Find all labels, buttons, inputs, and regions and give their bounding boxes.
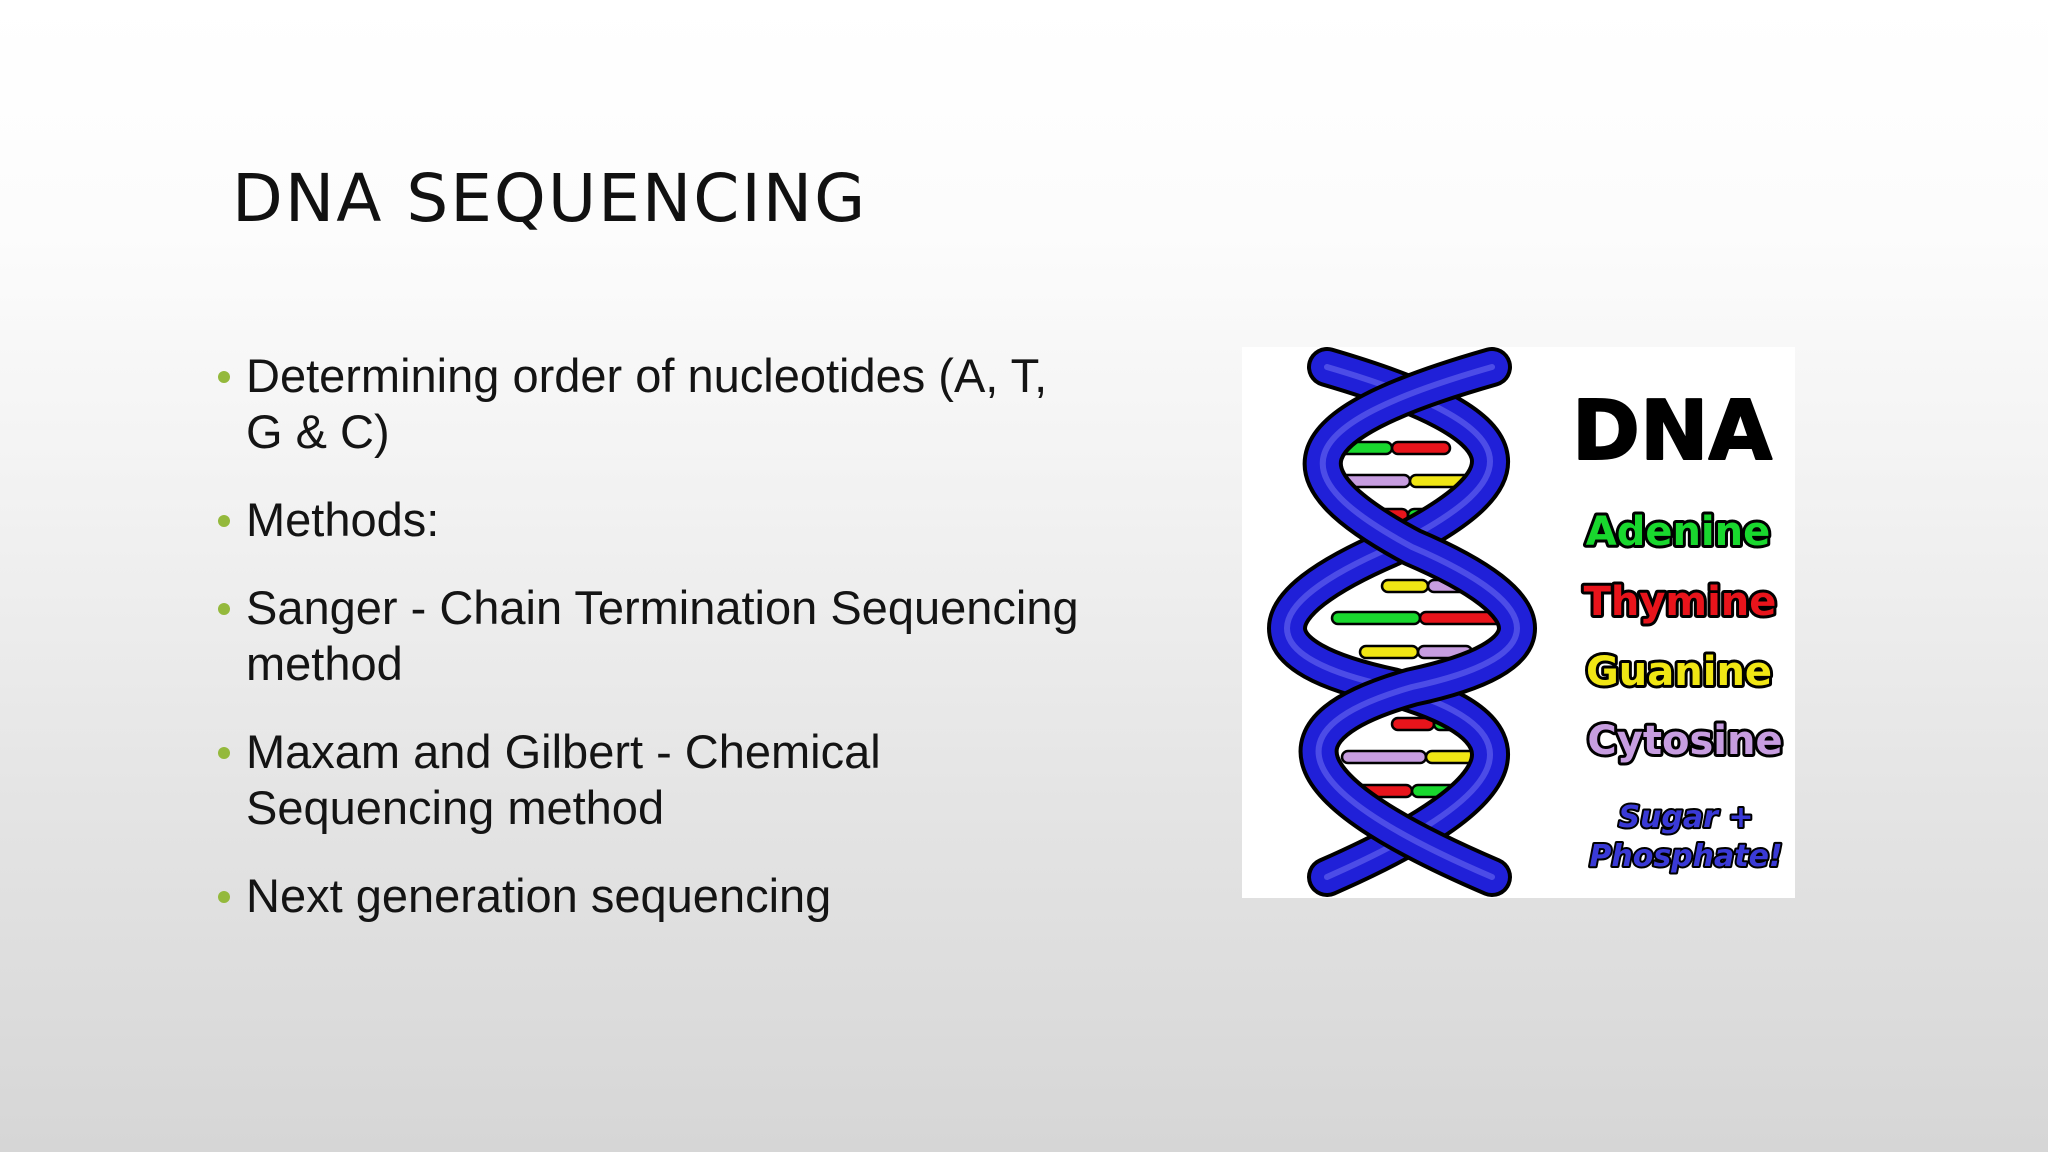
bullet-text: Next generation sequencing (246, 869, 832, 922)
bullet-text: Methods: (246, 493, 440, 546)
guanine-label: Guanine (1586, 649, 1772, 695)
bullet-item-maxam-gilbert: Maxam and Gilbert - Chemical Sequencing … (212, 724, 1092, 836)
bullet-item-sanger: Sanger - Chain Termination Sequencing me… (212, 580, 1092, 692)
adenine-label: Adenine (1586, 509, 1771, 555)
bullet-item-nucleotide-order: Determining order of nucleotides (A, T, … (212, 348, 1092, 460)
dna-illustration: DNA Adenine Thymine Guanine Cytosine Sug… (1242, 347, 1795, 898)
bullet-text: Determining order of nucleotides (A, T, … (246, 349, 1048, 458)
bullet-dot-icon (218, 603, 230, 615)
bullet-text: Sanger - Chain Termination Sequencing me… (246, 581, 1079, 690)
dna-heading: DNA (1572, 384, 1773, 479)
bullet-dot-icon (218, 371, 230, 383)
bullet-dot-icon (218, 747, 230, 759)
phosphate-label: Phosphate! (1589, 839, 1782, 874)
bullet-dot-icon (218, 515, 230, 527)
bullet-item-methods: Methods: (212, 492, 1092, 548)
bullet-dot-icon (218, 891, 230, 903)
bullet-item-next-generation: Next generation sequencing (212, 868, 1092, 924)
slide-title: DNA SEQUENCING (232, 160, 868, 237)
cytosine-label: Cytosine (1587, 718, 1782, 764)
bullet-list: Determining order of nucleotides (A, T, … (212, 348, 1092, 956)
thymine-label: Thymine (1584, 579, 1777, 625)
sugar-label: Sugar + (1618, 800, 1753, 835)
bullet-text: Maxam and Gilbert - Chemical Sequencing … (246, 725, 881, 834)
